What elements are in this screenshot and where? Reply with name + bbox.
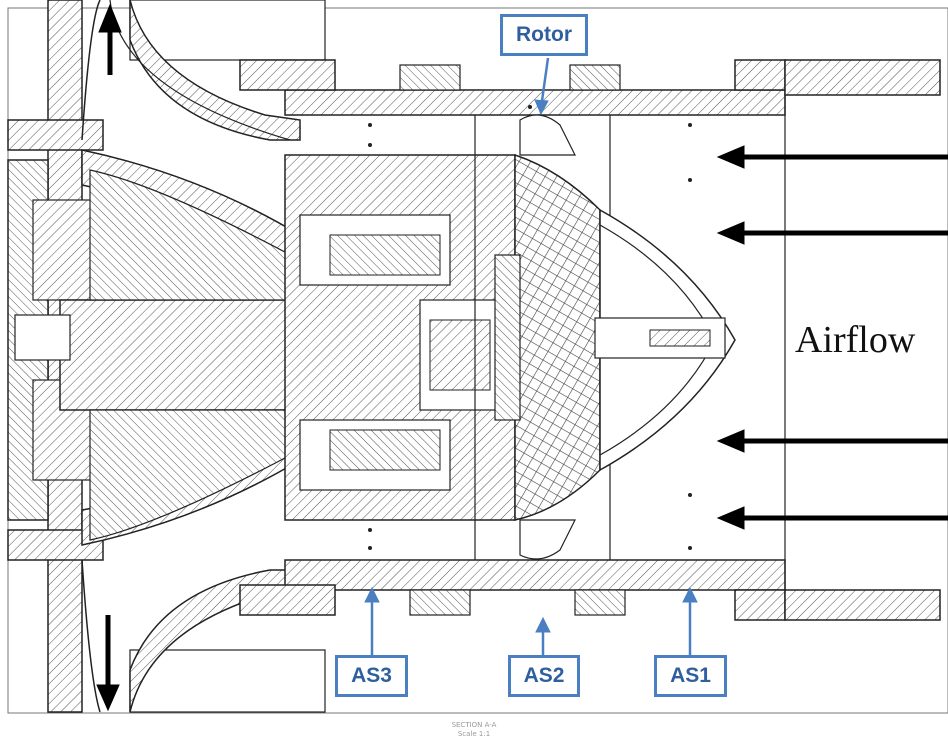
- as1-label: AS1: [654, 655, 727, 697]
- rotor-hub: [494, 153, 736, 521]
- section-caption-scale: Scale 1:1: [457, 730, 491, 738]
- airflow-arrows: [716, 145, 948, 530]
- rotor-label: Rotor: [500, 14, 588, 56]
- outer-casing: [239, 59, 941, 621]
- as3-label: AS3: [335, 655, 408, 697]
- probe-dots: [368, 105, 692, 550]
- bearing-housing: [284, 154, 516, 521]
- callout-leaders: [364, 57, 698, 655]
- exhaust-arrows: [96, 3, 122, 712]
- rotor-blades: [519, 114, 576, 560]
- section-caption: SECTION A-A Scale 1:1: [0, 721, 948, 739]
- airflow-label: Airflow: [795, 319, 916, 361]
- section-caption-title: SECTION A-A: [451, 721, 497, 729]
- as2-label: AS2: [508, 655, 580, 697]
